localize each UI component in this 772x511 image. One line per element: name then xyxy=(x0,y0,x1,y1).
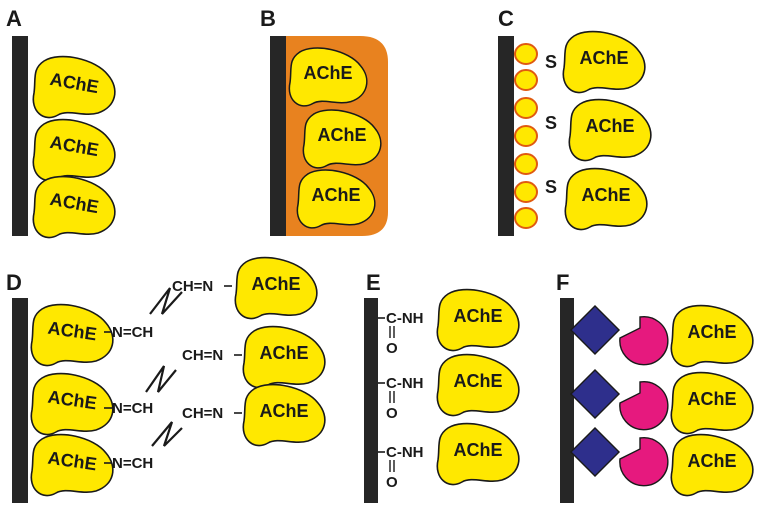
panel-d-surface-enzyme-2: AChE xyxy=(30,372,114,436)
nanoparticle xyxy=(514,43,538,65)
enzyme-label: AChE xyxy=(586,116,635,136)
panel-d-surface xyxy=(12,298,28,503)
enzyme-label: AChE xyxy=(318,125,367,145)
panel-a-enzyme-1: AChE xyxy=(32,55,116,119)
nanoparticle xyxy=(514,153,538,175)
panel-b-surface xyxy=(270,36,286,236)
amide-label: C-NH xyxy=(386,444,424,461)
carbonyl-label: O xyxy=(386,474,398,491)
enzyme-label: AChE xyxy=(304,63,353,83)
nanoparticle xyxy=(514,69,538,91)
panel-f-label: F xyxy=(556,270,569,295)
panel-c: C S S S AChE AChE AChE xyxy=(498,6,652,236)
imine-label: CH=N xyxy=(172,278,213,295)
thiol-label: S xyxy=(545,113,557,133)
panel-e-label: E xyxy=(366,270,381,295)
imine-label: CH=N xyxy=(182,347,223,364)
panel-e-enzyme-2: AChE xyxy=(436,353,520,417)
thiol-label: S xyxy=(545,52,557,72)
nanoparticle xyxy=(514,207,538,229)
panel-f-enzyme-1: AChE xyxy=(670,304,754,368)
panel-e-enzyme-1: AChE xyxy=(436,288,520,352)
panel-d-enzyme-2: AChE xyxy=(242,325,326,389)
panel-e-surface xyxy=(364,298,378,503)
nanoparticle xyxy=(514,97,538,119)
enzyme-label: AChE xyxy=(688,322,737,342)
affinity-receptor xyxy=(619,436,669,487)
panel-c-enzyme-1: AChE xyxy=(562,30,646,94)
nanoparticle xyxy=(514,181,538,203)
affinity-receptor xyxy=(619,315,669,366)
imine-label: N=CH xyxy=(112,455,153,472)
thiol-label: S xyxy=(545,177,557,197)
enzyme-label: AChE xyxy=(454,306,503,326)
glutaraldehyde-chain xyxy=(145,365,177,393)
panel-e: E C-NH O C-NH O C-NH O AChE AChE AChE xyxy=(364,270,520,503)
panel-f-enzyme-3: AChE xyxy=(670,433,754,497)
affinity-tag-square xyxy=(569,368,621,420)
amide-label: C-NH xyxy=(386,310,424,327)
affinity-tag-square xyxy=(569,426,621,478)
panel-d-enzyme-3: AChE xyxy=(242,383,326,447)
panel-b-enzyme-1: AChE xyxy=(288,47,368,107)
panel-a-enzyme-3: AChE xyxy=(32,175,116,239)
enzyme-label: AChE xyxy=(580,48,629,68)
panel-e-enzyme-3: AChE xyxy=(436,422,520,486)
panel-b-label: B xyxy=(260,6,276,31)
amide-label: C-NH xyxy=(386,375,424,392)
glutaraldehyde-chain xyxy=(149,287,183,315)
affinity-tag-square xyxy=(569,304,621,356)
panel-d-label: D xyxy=(6,270,22,295)
panel-b: B AChE AChE AChE xyxy=(260,6,388,236)
enzyme-label: AChE xyxy=(582,185,631,205)
panel-c-surface xyxy=(498,36,514,236)
imine-label: CH=N xyxy=(182,405,223,422)
panel-c-enzyme-3: AChE xyxy=(564,167,648,231)
panel-f-enzyme-2: AChE xyxy=(670,371,754,435)
imine-label: N=CH xyxy=(112,324,153,341)
imine-label: N=CH xyxy=(112,400,153,417)
panel-c-enzyme-2: AChE xyxy=(568,98,652,162)
enzyme-label: AChE xyxy=(260,343,309,363)
enzyme-label: AChE xyxy=(688,389,737,409)
enzyme-label: AChE xyxy=(688,451,737,471)
enzyme-label: AChE xyxy=(260,401,309,421)
glutaraldehyde-chain xyxy=(151,421,183,447)
panel-b-enzyme-3: AChE xyxy=(296,169,376,229)
enzyme-label: AChE xyxy=(454,440,503,460)
panel-d-surface-enzyme-3: AChE xyxy=(30,433,114,497)
panel-c-label: C xyxy=(498,6,514,31)
nanoparticle xyxy=(514,125,538,147)
carbonyl-label: O xyxy=(386,405,398,422)
panel-d: D AChE AChE AChE N=CH N=CH N=CH CH=N CH=… xyxy=(6,256,326,503)
panel-a-label: A xyxy=(6,6,22,31)
panel-a-enzyme-2: AChE xyxy=(32,118,116,182)
carbonyl-label: O xyxy=(386,340,398,357)
panel-a: A AChE AChE AChE xyxy=(6,6,116,239)
panel-d-surface-enzyme-1: AChE xyxy=(30,303,114,367)
panel-c-nanoparticles xyxy=(514,43,538,229)
panel-f: F AChE AChE AChE xyxy=(556,270,754,503)
enzyme-label: AChE xyxy=(252,274,301,294)
panel-d-enzyme-1: AChE xyxy=(234,256,318,320)
panel-b-enzyme-2: AChE xyxy=(302,109,382,169)
enzyme-label: AChE xyxy=(454,371,503,391)
affinity-receptor xyxy=(619,380,669,431)
enzyme-label: AChE xyxy=(312,185,361,205)
panel-a-surface xyxy=(12,36,28,236)
